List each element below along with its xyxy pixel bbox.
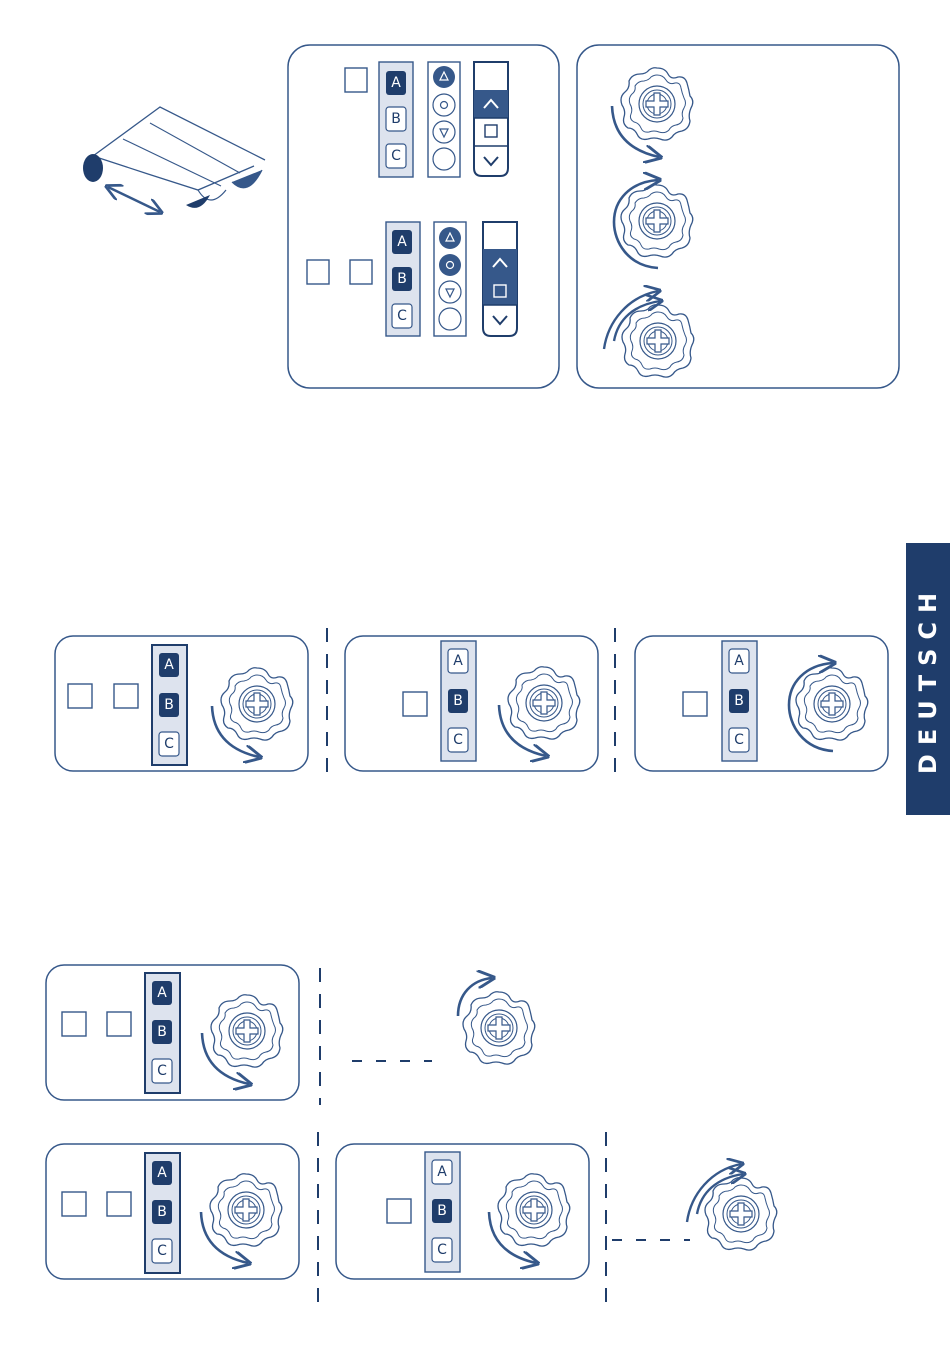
channel-a-label: A bbox=[164, 657, 174, 673]
channel-c-label: C bbox=[437, 1242, 447, 1258]
double-arrow-icon bbox=[108, 187, 160, 212]
channel-a-label: A bbox=[734, 653, 744, 669]
motor-head-icon bbox=[463, 992, 535, 1064]
step-number-box bbox=[107, 1012, 131, 1036]
remote-control-2 bbox=[483, 222, 517, 336]
motor-head-icon bbox=[622, 305, 694, 377]
step-number-box bbox=[307, 260, 329, 284]
channel-b-label: B bbox=[157, 1024, 167, 1040]
channel-selector: A B C bbox=[152, 645, 187, 765]
channel-b-label: B bbox=[391, 111, 401, 127]
step-number-box bbox=[114, 684, 138, 708]
motor-head-icon bbox=[705, 1178, 777, 1250]
channel-selector-1: A B C bbox=[379, 62, 413, 177]
channel-a-label: A bbox=[437, 1164, 447, 1180]
channel-selector: A B C bbox=[145, 1153, 180, 1273]
channel-c-label: C bbox=[157, 1063, 167, 1079]
channel-c-label: C bbox=[397, 308, 407, 324]
motor-head-icon bbox=[210, 1174, 282, 1246]
channel-c-label: C bbox=[453, 732, 463, 748]
step-number-box bbox=[62, 1012, 86, 1036]
motor-head-icon bbox=[221, 668, 293, 740]
step-number-box bbox=[387, 1199, 411, 1223]
remote-panel-top bbox=[288, 45, 559, 388]
language-tab-label: DEUTSCH bbox=[914, 584, 942, 774]
channel-b-label: B bbox=[453, 693, 463, 709]
channel-selector: A B C bbox=[722, 641, 757, 761]
channel-a-label: A bbox=[397, 234, 407, 250]
button-strip-2 bbox=[434, 222, 466, 336]
step-number-box bbox=[683, 692, 707, 716]
channel-b-label: B bbox=[397, 271, 407, 287]
blind-illustration bbox=[83, 107, 265, 212]
step-number-box bbox=[68, 684, 92, 708]
button-strip-1 bbox=[428, 62, 460, 177]
step-number-box bbox=[62, 1192, 86, 1216]
motor-head-icon bbox=[508, 667, 580, 739]
channel-c-label: C bbox=[734, 732, 744, 748]
channel-selector-2: A B C bbox=[386, 222, 420, 336]
motor-head-icon bbox=[211, 995, 283, 1067]
motor-head-icon bbox=[621, 68, 693, 140]
channel-a-label: A bbox=[157, 1165, 167, 1181]
channel-c-label: C bbox=[391, 148, 401, 164]
channel-a-label: A bbox=[391, 75, 401, 91]
step-number-box bbox=[403, 692, 427, 716]
channel-b-label: B bbox=[164, 697, 174, 713]
motor-head-icon bbox=[498, 1174, 570, 1246]
channel-a-label: A bbox=[157, 985, 167, 1001]
channel-selector: A B C bbox=[441, 641, 476, 761]
channel-b-label: B bbox=[157, 1204, 167, 1220]
channel-b-label: B bbox=[734, 693, 744, 709]
channel-a-label: A bbox=[453, 653, 463, 669]
channel-selector: A B C bbox=[145, 973, 180, 1093]
step-number-box bbox=[107, 1192, 131, 1216]
channel-c-label: C bbox=[164, 736, 174, 752]
step-number-box bbox=[345, 68, 367, 92]
channel-selector: A B C bbox=[425, 1152, 460, 1272]
step-number-box bbox=[350, 260, 372, 284]
motor-head-icon bbox=[621, 185, 693, 257]
remote-control-1 bbox=[474, 62, 508, 176]
channel-b-label: B bbox=[437, 1203, 447, 1219]
channel-c-label: C bbox=[157, 1243, 167, 1259]
motor-head-icon bbox=[796, 668, 868, 740]
